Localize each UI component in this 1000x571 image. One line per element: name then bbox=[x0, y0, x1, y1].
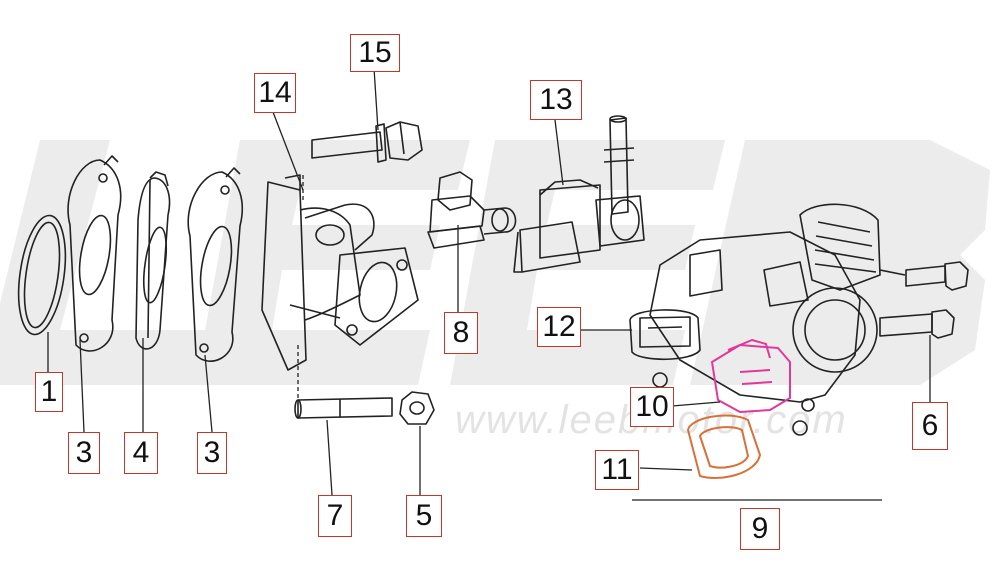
callout-9: 9 bbox=[740, 508, 780, 550]
callout-4: 4 bbox=[124, 432, 158, 474]
stud-part-7 bbox=[294, 397, 393, 419]
fuel-connector-part bbox=[513, 115, 645, 273]
callout-15: 15 bbox=[350, 34, 400, 72]
callout-14: 14 bbox=[254, 73, 296, 113]
callout-13: 13 bbox=[530, 80, 582, 120]
sensor-gasket-part bbox=[687, 414, 761, 479]
gasket-part-right bbox=[187, 167, 244, 362]
callout-3-right: 3 bbox=[197, 432, 227, 474]
throttle-connector-part bbox=[629, 309, 701, 361]
throttle-body-part bbox=[649, 203, 906, 436]
callout-3-left: 3 bbox=[68, 432, 100, 474]
spacer-part bbox=[135, 171, 171, 350]
nut-part-5 bbox=[399, 391, 435, 425]
bolt-part-6b bbox=[879, 309, 955, 339]
gasket-part-left bbox=[67, 155, 122, 352]
callout-7: 7 bbox=[318, 495, 352, 537]
callout-1: 1 bbox=[35, 372, 63, 412]
throttle-position-sensor-part bbox=[711, 339, 791, 413]
callout-6: 6 bbox=[912, 402, 948, 450]
callout-12: 12 bbox=[537, 307, 581, 347]
intake-manifold-part bbox=[261, 174, 419, 371]
callout-10: 10 bbox=[630, 387, 674, 427]
bolt-part-6a bbox=[905, 261, 969, 291]
bolt-part-15 bbox=[311, 121, 423, 163]
fuel-injector-part bbox=[427, 171, 517, 249]
callout-5: 5 bbox=[406, 495, 442, 537]
callout-8: 8 bbox=[444, 312, 478, 354]
leader-lines bbox=[47, 67, 931, 501]
callout-11: 11 bbox=[595, 450, 639, 490]
o-ring-part bbox=[17, 214, 67, 336]
